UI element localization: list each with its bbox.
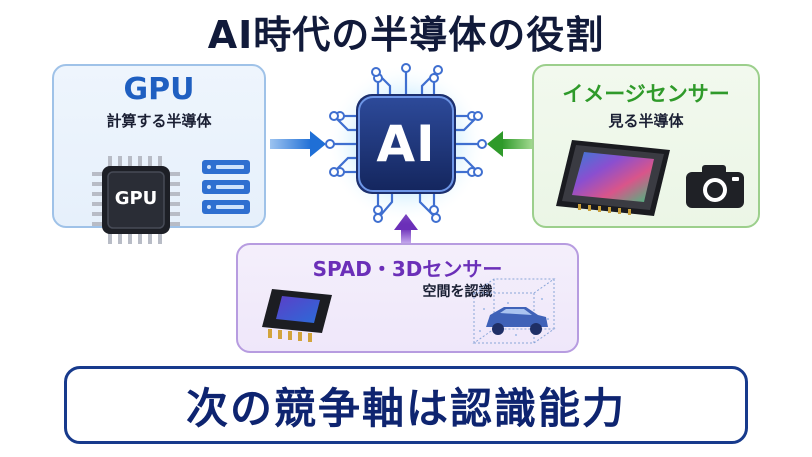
spad-panel-title: SPAD・3Dセンサー — [312, 257, 503, 281]
3d-car-pointcloud-icon — [472, 278, 556, 344]
camera-icon — [686, 165, 744, 208]
arrow-gpu-to-ai — [270, 131, 326, 157]
image-sensor-panel-title: イメージセンサー — [562, 82, 730, 106]
image-sensor-panel-subtitle: 見る半導体 — [608, 112, 684, 130]
ai-processor-icon — [325, 63, 487, 224]
image-sensor-icon — [556, 140, 670, 216]
spad-panel: SPAD・3Dセンサー 空間を認識 — [236, 243, 579, 353]
gpu-chip-label: GPU — [114, 188, 158, 209]
gpu-panel: GPU 計算する半導体 GPU — [52, 64, 266, 244]
page-title: AI時代の半導体の役割 — [207, 13, 605, 57]
ai-label: AI — [376, 115, 436, 173]
conclusion-banner: 次の競争軸は認識能力 — [64, 366, 748, 444]
image-sensor-panel: イメージセンサー 見る半導体 — [532, 64, 760, 228]
gpu-panel-title: GPU — [123, 72, 195, 107]
server-rack-icon — [202, 160, 250, 214]
spad-panel-subtitle: 空間を認識 — [422, 284, 493, 300]
gpu-chip-icon: GPU — [86, 150, 186, 250]
conclusion-text: 次の競争軸は認識能力 — [185, 383, 626, 433]
arrow-sensor-to-ai — [487, 131, 534, 157]
gpu-panel-subtitle: 計算する半導体 — [106, 112, 212, 130]
spad-sensor-icon — [262, 289, 332, 342]
